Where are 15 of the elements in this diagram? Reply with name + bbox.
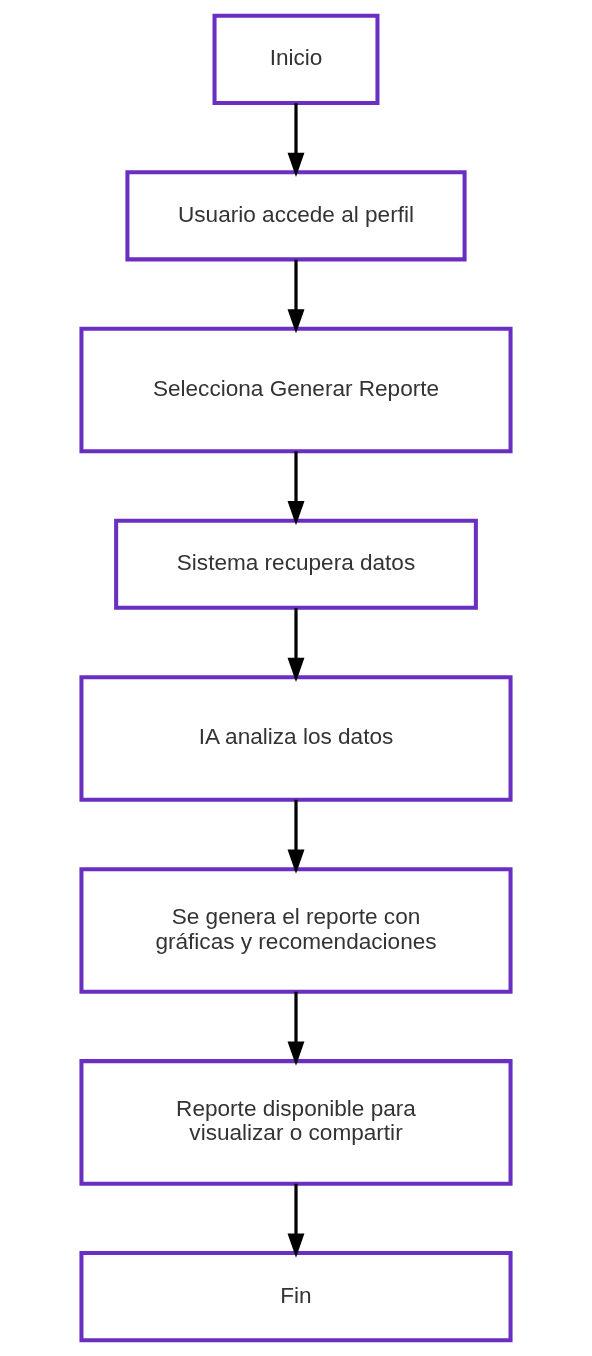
arrow [287,103,305,177]
arrow [287,991,305,1066]
node-box: IA analiza los datos [79,675,513,802]
node-box: Sistema recupera datos [114,518,478,610]
node-box: Usuario accede al perfil [125,170,467,262]
node-box: Se genera el reporte con gráficas y recomendaciones [79,867,513,994]
arrow [287,799,305,874]
arrow [287,1183,305,1258]
node-box: Reporte disponible para visualizar o compartir [79,1059,513,1186]
arrow [287,608,305,682]
node-box: Selecciona Generar Reporte [79,326,513,454]
arrow [287,259,305,334]
node-box: Inicio [212,13,380,105]
arrow [287,451,305,526]
node-box: Fin [79,1251,513,1343]
